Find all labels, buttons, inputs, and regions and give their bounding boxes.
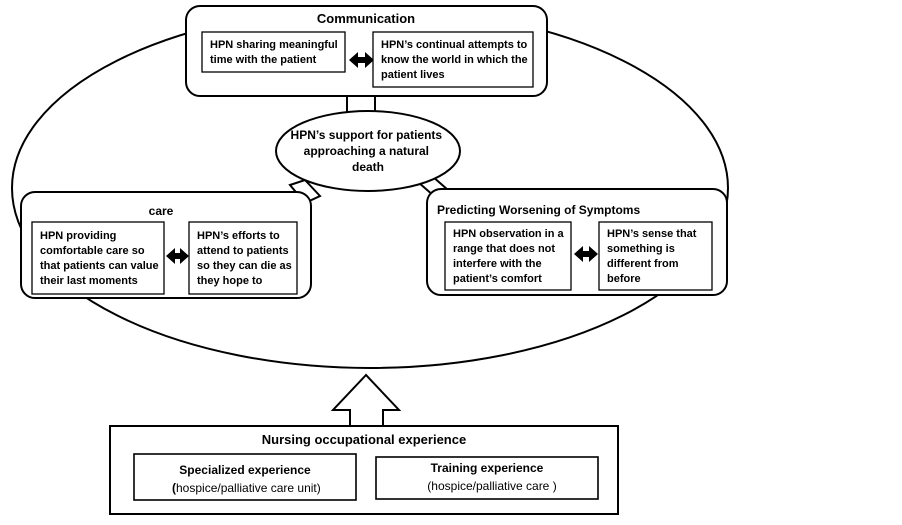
training-detail: (hospice/palliative care )	[427, 479, 556, 493]
care-left-line: HPN providing	[40, 230, 116, 242]
predicting-left-text: HPN observation in a range that does not…	[453, 228, 567, 285]
care-right-line: they hope to	[197, 275, 263, 287]
communication-left-line: HPN sharing meaningful	[210, 39, 338, 51]
experience-group: Nursing occupational experience Speciali…	[109, 425, 619, 515]
center-line: HPN’s support for patients	[291, 128, 443, 142]
predicting-group: Predicting Worsening of Symptoms HPN obs…	[426, 188, 728, 296]
predicting-right-box	[598, 221, 713, 291]
communication-left-line: time with the patient	[210, 54, 317, 66]
predicting-right-line: different from	[607, 258, 679, 270]
training-title: Training experience	[431, 461, 544, 475]
care-right-line: HPN’s efforts to	[197, 230, 280, 242]
specialized-detail: hospice/palliative care unit)	[176, 481, 321, 495]
predicting-left-line: HPN observation in a	[453, 228, 565, 240]
communication-left-text: HPN sharing meaningful time with the pat…	[210, 39, 341, 66]
care-left-box	[31, 221, 165, 295]
care-right-text: HPN’s efforts to attend to patients so t…	[197, 230, 295, 287]
care-title: care	[149, 204, 174, 218]
predicting-right-line: HPN’s sense that	[607, 228, 697, 240]
specialized-title: Specialized experience	[179, 463, 311, 477]
predicting-left-line: patient’s comfort	[453, 273, 542, 285]
predicting-right-line: something is	[607, 243, 675, 255]
predicting-title: Predicting Worsening of Symptoms	[437, 203, 640, 217]
specialized-detail-text: (hospice/palliative care unit)	[172, 481, 321, 495]
communication-title: Communication	[317, 11, 415, 26]
care-right-line: so they can die as	[197, 260, 292, 272]
predicting-left-box	[444, 221, 572, 291]
communication-right-box	[372, 31, 534, 88]
communication-right-line: patient lives	[381, 69, 445, 81]
center-line: approaching a natural	[304, 144, 429, 158]
double-arrow-icon	[349, 52, 374, 68]
center-line: death	[352, 160, 384, 174]
up-arrow-icon	[330, 373, 402, 427]
care-right-line: attend to patients	[197, 245, 289, 257]
specialized-box	[133, 453, 357, 501]
communication-right-text: HPN’s continual attempts to know the wor…	[381, 39, 531, 81]
double-arrow-icon	[166, 248, 189, 264]
communication-right-line: HPN’s continual attempts to	[381, 39, 528, 51]
predicting-left-line: range that does not	[453, 243, 555, 255]
center-group: HPN’s support for patients approaching a…	[275, 110, 461, 192]
center-text: HPN’s support for patients approaching a…	[291, 128, 446, 174]
care-group: care HPN providing comfortable care so t…	[20, 191, 312, 299]
center-ellipse	[275, 110, 461, 192]
care-left-line: their last moments	[40, 275, 138, 287]
double-arrow-icon	[574, 246, 598, 262]
predicting-right-line: before	[607, 273, 641, 285]
predicting-left-line: interfere with the	[453, 258, 542, 270]
communication-right-line: know the world in which the	[381, 54, 528, 66]
communication-group: Communication HPN sharing meaningful tim…	[185, 5, 548, 97]
care-left-text: HPN providing comfortable care so that p…	[40, 230, 162, 287]
experience-title: Nursing occupational experience	[262, 432, 466, 447]
predicting-right-text: HPN’s sense that something is different …	[607, 228, 700, 285]
care-right-box	[188, 221, 298, 295]
training-box	[375, 456, 599, 500]
communication-left-box	[201, 31, 346, 73]
care-left-line: that patients can value	[40, 260, 159, 272]
specialized-paren: (	[172, 481, 176, 495]
care-left-line: comfortable care so	[40, 245, 145, 257]
